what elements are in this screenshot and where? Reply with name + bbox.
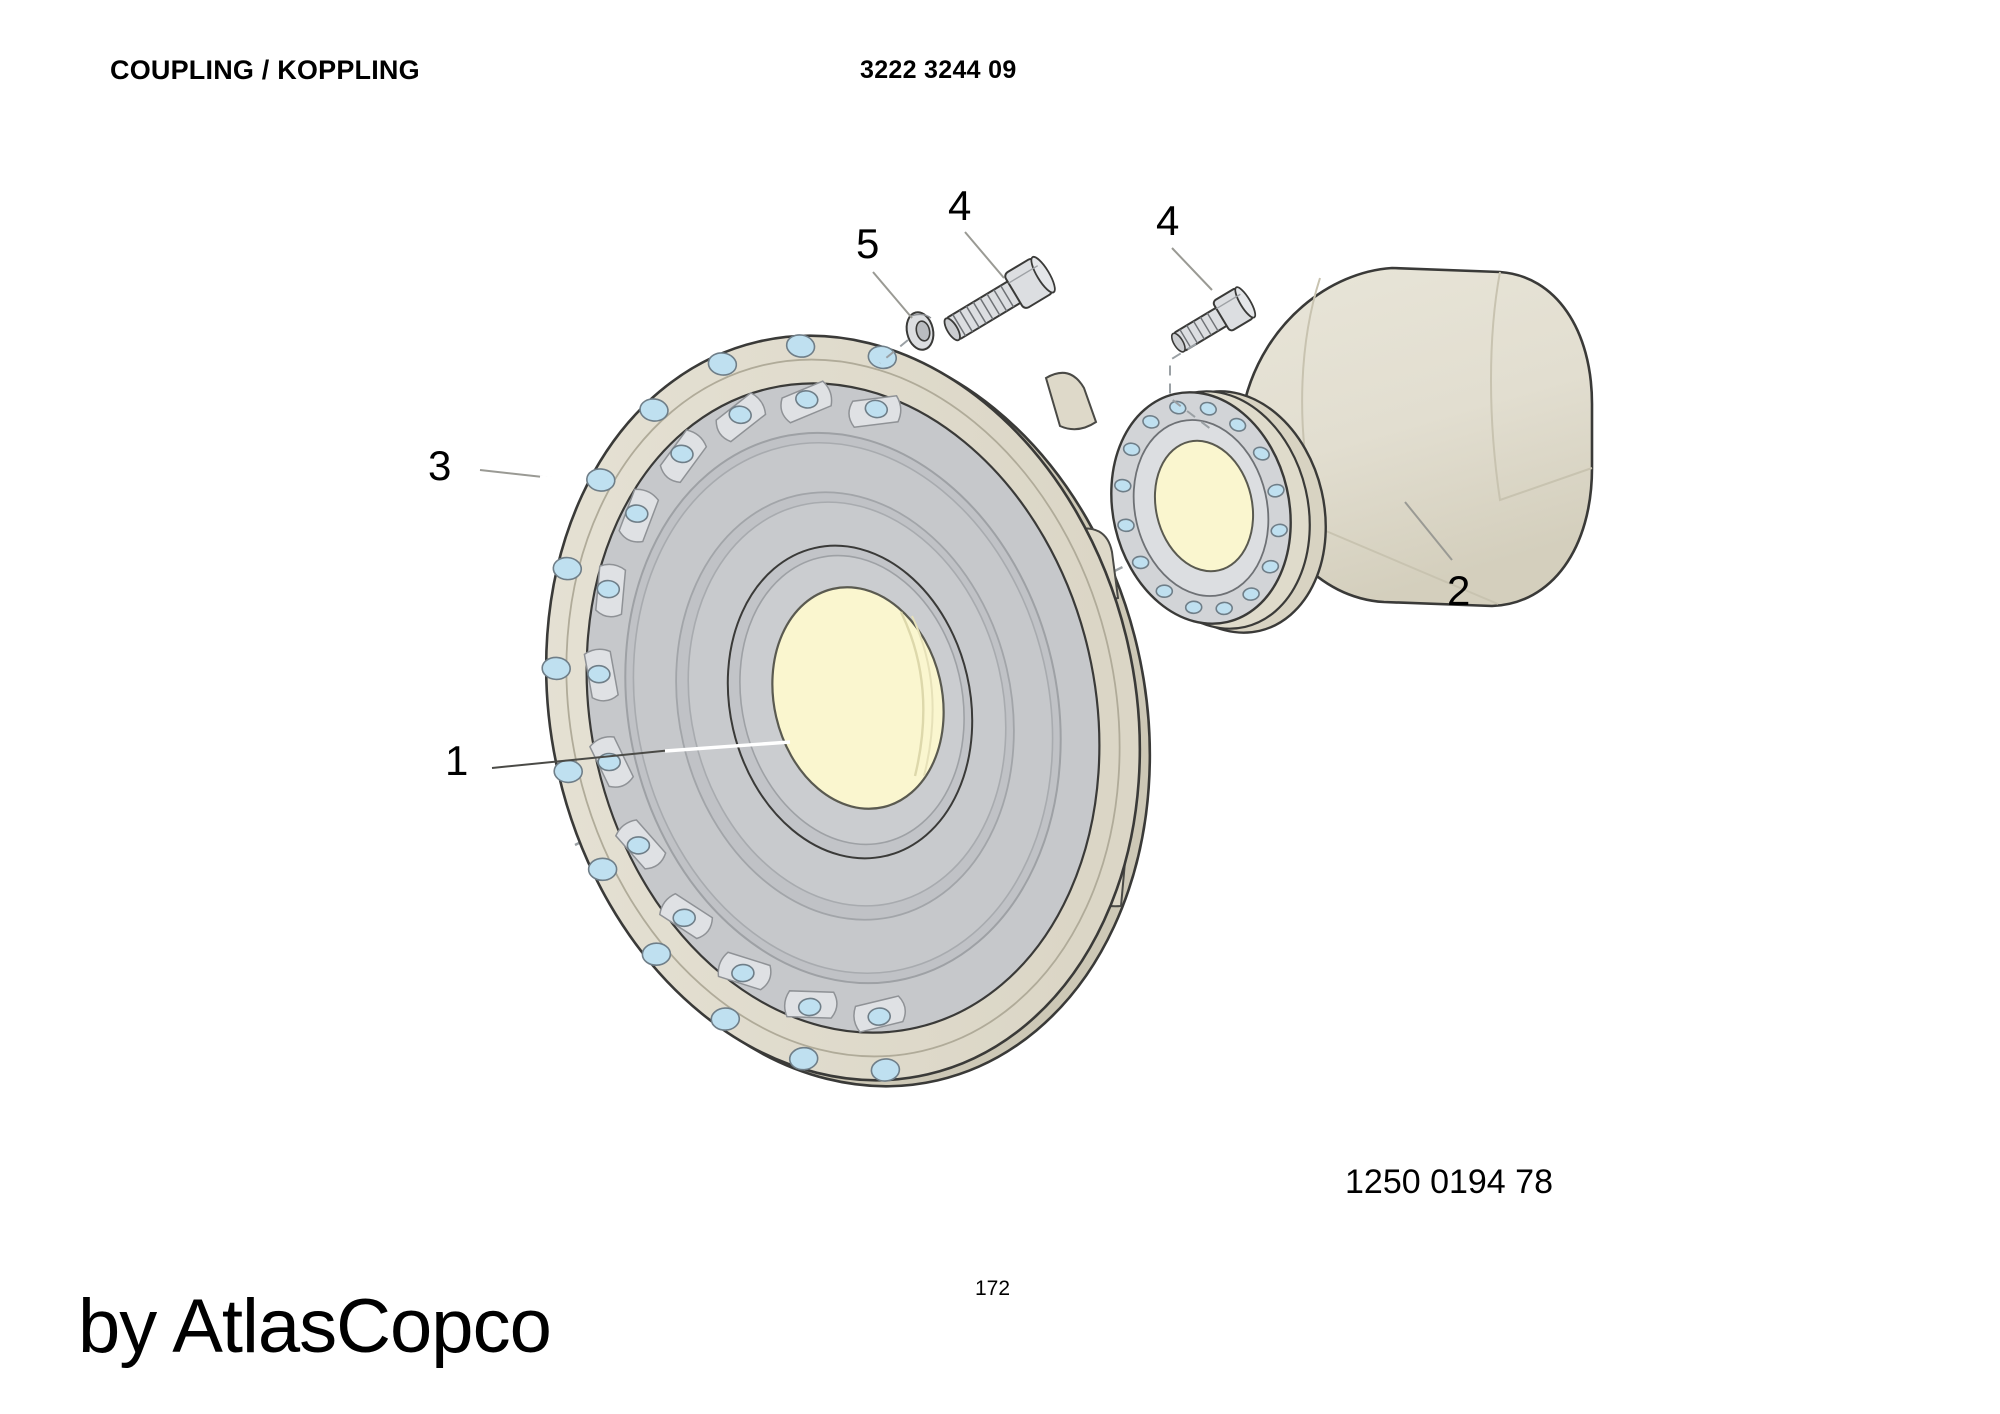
- bolt-hole: [1114, 478, 1132, 493]
- bolt-hole: [1169, 400, 1187, 415]
- bolt-hole: [1122, 442, 1141, 457]
- coupling-disc-assembly: [541, 334, 1152, 1088]
- leader-2: [1404, 501, 1453, 561]
- bolt-hole: [731, 963, 755, 983]
- bolt-hole: [626, 836, 651, 855]
- bolt-hole: [797, 997, 822, 1017]
- leader-3-highlight: [539, 475, 571, 482]
- bolt-hole: [1252, 446, 1270, 461]
- bolt-hole: [864, 399, 889, 419]
- bolt-hole: [1117, 518, 1135, 533]
- disc-centre-bore: [771, 586, 945, 810]
- washer: [905, 311, 935, 351]
- bolt-hole: [728, 405, 752, 425]
- bolt-hole: [1131, 555, 1150, 570]
- bolt-hole: [1199, 401, 1217, 416]
- bolt-hole: [596, 579, 621, 599]
- leader-4b: [1171, 247, 1213, 291]
- bolt-hole: [795, 390, 819, 409]
- assembly-guides: [879, 339, 1213, 431]
- hub-centre-bore: [1153, 439, 1255, 573]
- leader-4a: [964, 231, 1005, 279]
- bolt-hole: [552, 556, 583, 581]
- bolt-hole: [639, 398, 669, 422]
- bolt-hole: [541, 656, 571, 681]
- bolt-hole: [870, 1058, 901, 1082]
- bolt-hole: [625, 504, 649, 523]
- leader-5: [872, 271, 913, 319]
- rim-bolt-holes: [541, 334, 901, 1082]
- bolt-hole: [586, 468, 616, 492]
- bolt-hole: [553, 759, 583, 784]
- bolt-hole: [587, 857, 618, 882]
- callout-2: 2: [1447, 567, 1471, 614]
- bolt-hole: [587, 664, 611, 684]
- bolt-hole: [1261, 559, 1280, 574]
- document-number: 1250 0194 78: [1345, 1163, 1553, 1201]
- hub-sleeve-assembly: [1110, 266, 1594, 634]
- leader-3: [479, 469, 553, 479]
- bolt-hole: [1267, 483, 1285, 498]
- bolt-hole: [670, 444, 694, 464]
- sleeve-highlight-b: [1490, 271, 1593, 502]
- brand-logo: by AtlasCopco: [78, 1284, 552, 1369]
- bolt-hole: [867, 345, 898, 370]
- callout-5: 5: [856, 220, 880, 267]
- bolt-hole: [1242, 587, 1260, 601]
- bolt-right: [1170, 286, 1257, 353]
- bolt-hole: [1215, 601, 1233, 616]
- header-part-number: 3222 3244 09: [860, 56, 1017, 84]
- callout-1: 1: [445, 737, 469, 784]
- callout-3: 3: [428, 442, 452, 489]
- leader-1-highlight: [664, 740, 791, 753]
- leader-1: [491, 749, 673, 769]
- bolt-hole: [788, 1046, 819, 1071]
- bolt-hole: [707, 352, 738, 376]
- bolt-hole: [1155, 584, 1174, 599]
- leader-lines: [479, 231, 1453, 769]
- bolt-hole: [785, 334, 816, 358]
- bolt-hole: [641, 942, 672, 967]
- bore-wall-a: [899, 611, 925, 777]
- sleeve-highlight-c: [1299, 519, 1499, 605]
- bolt-hole: [672, 908, 696, 928]
- bolt-left: [943, 255, 1056, 342]
- bore-wall-b: [911, 615, 934, 777]
- tab-bolt-holes: [587, 390, 891, 1026]
- hub-bolt-holes: [1114, 400, 1288, 616]
- page-title: COUPLING / KOPPLING: [110, 55, 420, 85]
- bolt-hole: [867, 1007, 891, 1026]
- bolt-hole: [1270, 523, 1288, 538]
- callout-4b: 4: [1156, 197, 1180, 244]
- bolt-hole: [710, 1007, 741, 1031]
- bolt-hole: [1142, 415, 1160, 429]
- callout-4a: 4: [948, 182, 972, 229]
- page-number: 172: [975, 1277, 1011, 1300]
- bolt-hole: [1184, 600, 1203, 615]
- bolt-hole: [1229, 417, 1247, 432]
